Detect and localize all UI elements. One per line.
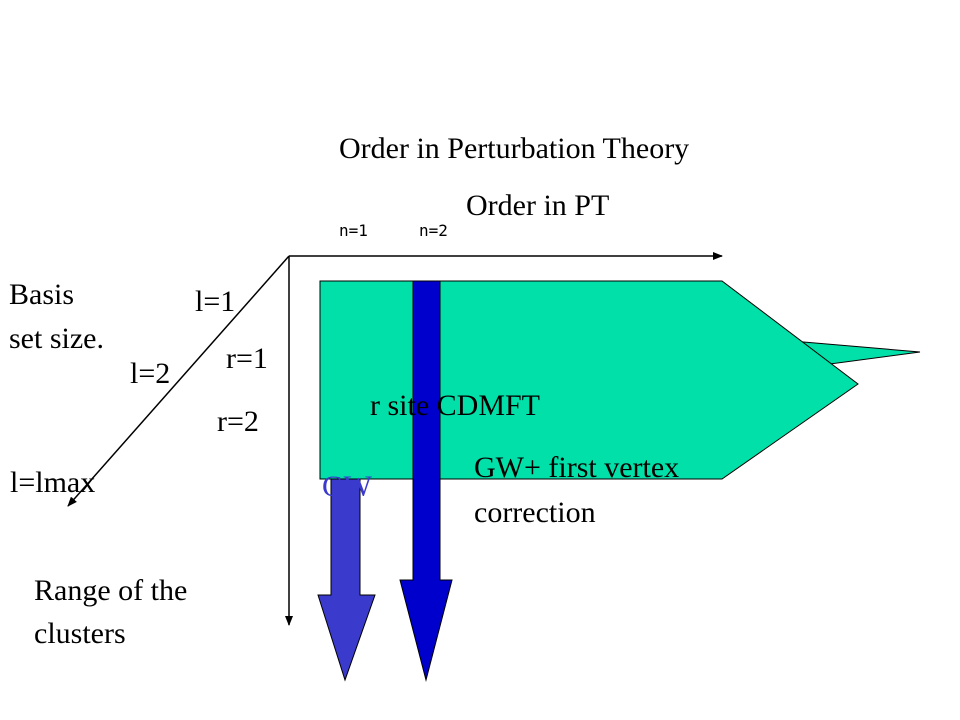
- n1-label: n=1: [339, 221, 368, 240]
- range-label-line1: Range of the: [34, 574, 188, 607]
- l1-label: l=1: [195, 285, 236, 318]
- gw-vertex-label-line1: GW+ first vertex: [474, 451, 680, 484]
- cdmft-region: [319, 280, 859, 480]
- gw-vertex-arrow: [399, 280, 453, 682]
- lmax-label: l=lmax: [10, 466, 96, 499]
- range-label-line2: clusters: [34, 617, 126, 650]
- basis-axis-arrow: [67, 255, 290, 507]
- basis-label-line2: set size.: [9, 322, 104, 355]
- subtitle-label: Order in PT: [466, 189, 610, 222]
- r2-label: r=2: [217, 405, 259, 438]
- title-label: Order in Perturbation Theory: [339, 132, 690, 165]
- gw-arrow: [317, 477, 376, 682]
- l2-label: l=2: [130, 357, 171, 390]
- r1-label: r=1: [226, 342, 268, 375]
- gw-vertex-label-line2: correction: [474, 496, 596, 529]
- basis-label-line1: Basis: [9, 278, 75, 311]
- cdmft-label: r site CDMFT: [370, 389, 541, 422]
- gw-label: GW: [322, 470, 372, 496]
- n2-label: n=2: [419, 221, 448, 240]
